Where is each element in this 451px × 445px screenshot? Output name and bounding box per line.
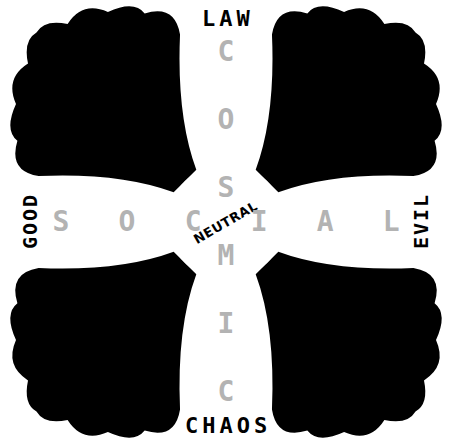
axis-word: SOCIAL [53, 208, 449, 236]
axis-label: GOOD [20, 193, 40, 251]
axis-label: LAW [198, 8, 254, 30]
axis-label: EVIL [411, 193, 431, 251]
axis-label: CHAOS [181, 415, 271, 437]
